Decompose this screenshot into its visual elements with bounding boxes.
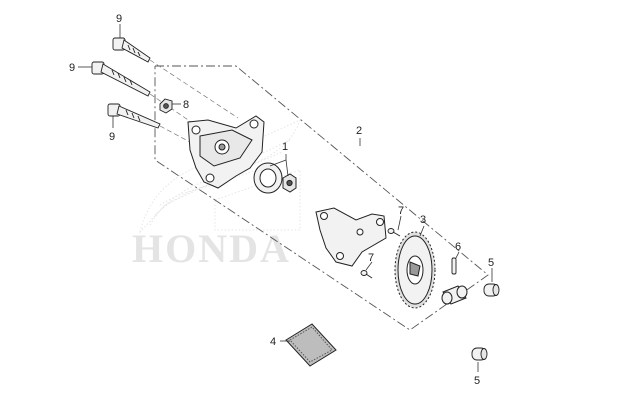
callout-6: 6: [455, 241, 461, 253]
honda-watermark: HONDA: [132, 119, 301, 271]
collar-upper: [483, 283, 500, 297]
collar-lower: [471, 347, 488, 361]
callout-labels: 9 9 9 8 1 2 7 3 6 7 5 4 5: [69, 13, 494, 387]
oil-strainer-screen: [285, 323, 337, 367]
bolt-lower: [107, 103, 161, 129]
pump-drive-sprocket: [394, 231, 436, 309]
callout-leader-lines: [78, 24, 493, 372]
screw-upper: [387, 228, 401, 237]
callout-5-upper: 5: [488, 257, 494, 269]
callout-2: 2: [356, 125, 362, 137]
screw-lower: [360, 270, 373, 279]
pump-cover-plate: [315, 207, 387, 267]
callout-7-upper: 7: [398, 205, 404, 217]
outer-rotor: [253, 162, 283, 194]
callout-8: 8: [183, 99, 189, 111]
oil-pump-body: [187, 115, 265, 189]
inner-rotor: [282, 173, 297, 193]
callout-5-lower: 5: [474, 375, 480, 387]
callout-9-middle: 9: [69, 62, 75, 74]
callout-4: 4: [270, 336, 276, 348]
assembly-outline-dashed: [154, 65, 489, 331]
dowel-pin: [451, 257, 457, 275]
drive-shaft: [441, 285, 468, 305]
honda-logo-text: HONDA: [132, 226, 291, 271]
callout-1: 1: [282, 141, 288, 153]
callout-3: 3: [420, 214, 426, 226]
callout-9-lower: 9: [109, 131, 115, 143]
small-nut: [159, 98, 173, 114]
callout-7-lower: 7: [368, 252, 374, 264]
bolt-middle: [91, 61, 151, 97]
bolt-top: [112, 37, 151, 63]
callout-9-top: 9: [116, 13, 122, 25]
